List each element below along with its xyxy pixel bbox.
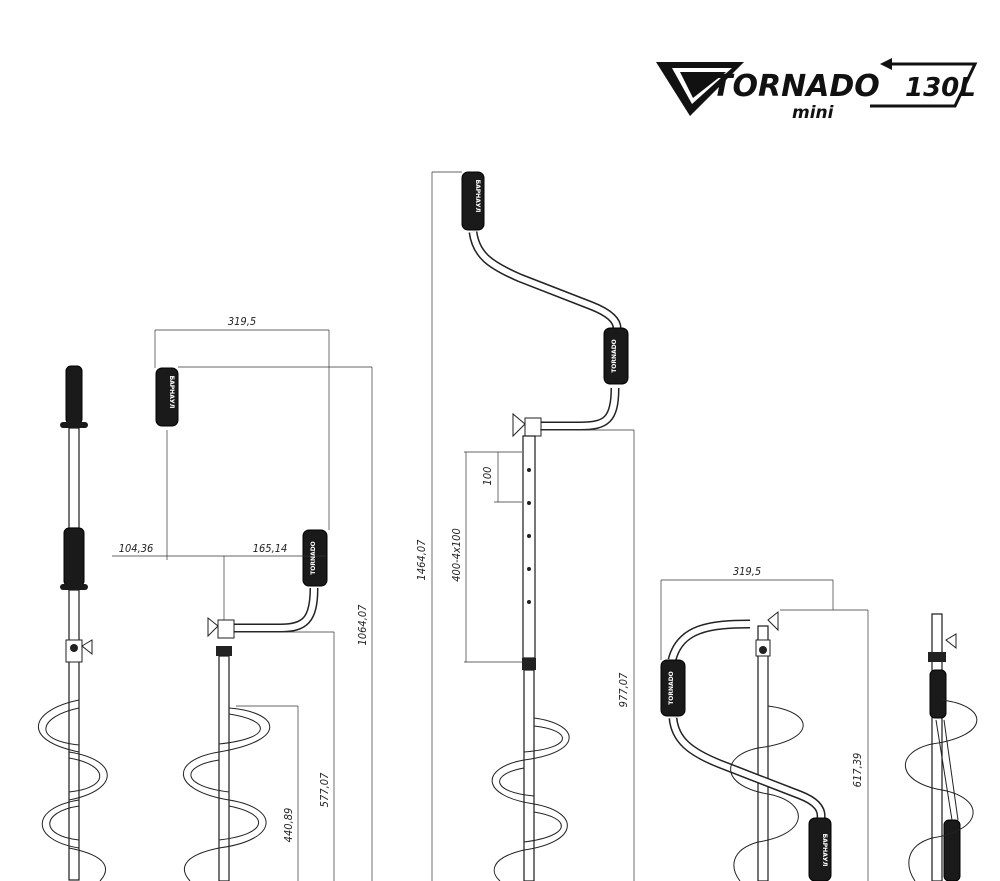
- dimensions-right: 319,5 617,39: [660, 565, 869, 881]
- logo-arrow-icon: [870, 62, 978, 108]
- dim-offset-a: 104,36: [119, 542, 154, 555]
- svg-text:TORNADO: TORNADO: [668, 671, 675, 705]
- auger-transport-right: TORNADO БАРНАУЛ: [660, 610, 832, 881]
- svg-text:БАРНАУЛ: БАРНАУЛ: [821, 834, 828, 867]
- dim-height-blade-left: 440,89: [282, 808, 295, 843]
- dim-offset-b: 165,14: [253, 542, 288, 555]
- dim-width-left: 319,5: [228, 315, 256, 328]
- svg-text:TORNADO: TORNADO: [611, 339, 618, 373]
- auger-open-left: БАРНАУЛ TORNADO: [155, 367, 328, 881]
- logo-brand: TORNADO: [712, 69, 880, 104]
- dim-height-right: 617,39: [851, 753, 864, 788]
- svg-text:БАРНАУЛ: БАРНАУЛ: [474, 180, 481, 213]
- dim-height-total-left: 1064,07: [356, 604, 369, 646]
- dimensions-left: 319,5 104,36 165,14 1064,07 577,07 440,8…: [112, 315, 373, 881]
- dim-step: 100: [481, 467, 494, 486]
- dimensions-middle: 1464,07 977,07 400-4x100 100: [415, 171, 635, 881]
- svg-text:TORNADO: TORNADO: [310, 541, 317, 575]
- auger-extended-middle: БАРНАУЛ TORNADO: [461, 171, 629, 881]
- tornado-logo: TORNADO 130L mini: [656, 58, 978, 123]
- auger-folded-left: [38, 365, 108, 881]
- dim-height-auger-left: 577,07: [318, 772, 331, 807]
- svg-text:БАРНАУЛ: БАРНАУЛ: [168, 376, 175, 409]
- auger-side-far-right: [904, 613, 978, 881]
- dim-height-total-mid: 1464,07: [415, 539, 428, 581]
- dim-width-right: 319,5: [733, 565, 761, 578]
- dim-height-mid-lower: 977,07: [617, 672, 630, 707]
- logo-sub: mini: [792, 103, 835, 123]
- dim-step-range: 400-4x100: [450, 528, 463, 582]
